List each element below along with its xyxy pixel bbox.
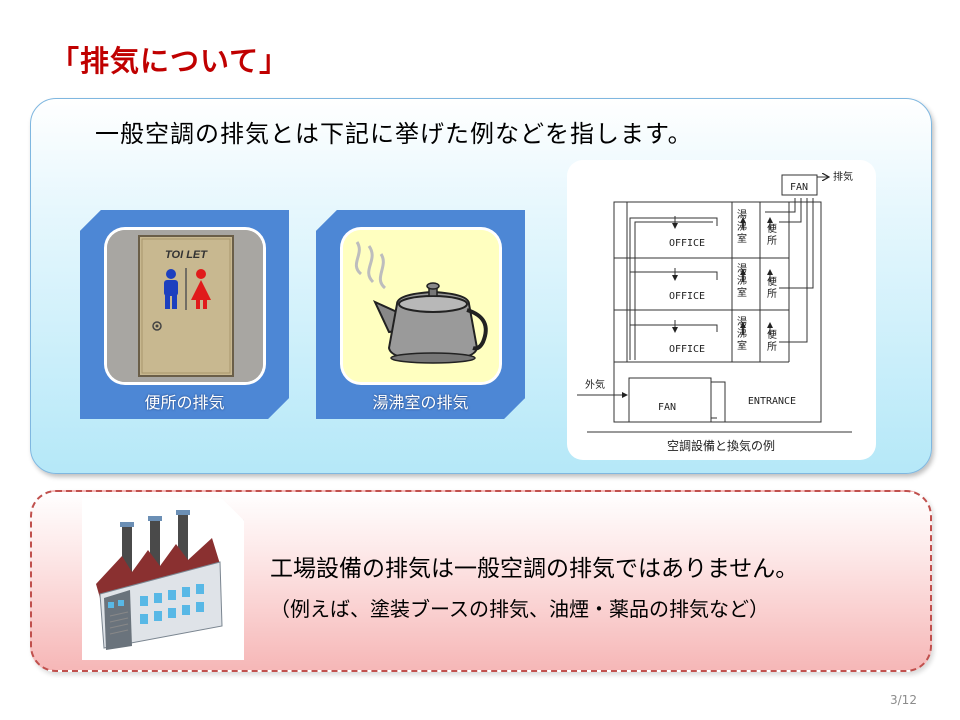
- toilet-door-icon: TOI LET: [107, 230, 263, 382]
- svg-text:湯: 湯: [737, 315, 747, 328]
- svg-text:所: 所: [767, 341, 777, 353]
- outdoor-air-label: 外気: [585, 378, 605, 391]
- svg-text:沸: 沸: [737, 327, 747, 340]
- svg-text:湯: 湯: [737, 208, 747, 221]
- toilet-label-1f: 便 所: [767, 328, 777, 353]
- toilet-exhaust-card: TOI LET 便所の排気: [80, 210, 289, 419]
- svg-text:湯: 湯: [737, 262, 747, 275]
- toilet-label-3f: 便 所: [767, 222, 777, 247]
- entrance-label: ENTRANCE: [748, 396, 796, 407]
- diagram-caption: 空調設備と換気の例: [667, 438, 775, 453]
- top-fan-label: FAN: [790, 182, 808, 193]
- toilet-exhaust-caption: 便所の排気: [144, 393, 225, 412]
- page-number: 3/12: [890, 693, 917, 707]
- svg-text:所: 所: [767, 235, 777, 247]
- toilet-sign-text: TOI LET: [165, 249, 208, 261]
- kitchen-label-3f: 湯 沸 室: [737, 208, 747, 245]
- exhaust-label: 排気: [833, 170, 853, 183]
- svg-text:所: 所: [767, 288, 777, 300]
- toilet-label-2f: 便 所: [767, 275, 777, 300]
- kitchen-exhaust-card: 湯沸室の排気: [316, 210, 525, 419]
- svg-text:室: 室: [737, 286, 747, 299]
- kitchen-label-2f: 湯 沸 室: [737, 262, 747, 299]
- svg-text:便: 便: [767, 222, 777, 235]
- factory-exhaust-main-text: 工場設備の排気は一般空調の排気ではありません。: [270, 556, 799, 582]
- factory-exhaust-examples: （例えば、塗装ブースの排気、油煙・薬品の排気など）: [270, 597, 769, 621]
- svg-text:沸: 沸: [737, 220, 747, 233]
- office-label-1f: OFFICE: [669, 344, 705, 355]
- office-label-3f: OFFICE: [669, 238, 705, 249]
- svg-text:室: 室: [737, 339, 747, 352]
- svg-text:沸: 沸: [737, 274, 747, 287]
- kettle-icon: [343, 230, 499, 382]
- svg-text:室: 室: [737, 232, 747, 245]
- office-label-2f: OFFICE: [669, 291, 705, 302]
- kitchen-exhaust-caption: 湯沸室の排気: [372, 393, 469, 412]
- main-fan-label: FAN: [658, 402, 676, 413]
- intro-text: 一般空調の排気とは下記に挙げた例などを指します。: [95, 120, 693, 148]
- hvac-diagram: 排気 FAN OFFICE OFFICE OFFICE 湯 沸 室 湯 沸 室 …: [567, 160, 876, 460]
- svg-text:便: 便: [767, 328, 777, 341]
- svg-text:便: 便: [767, 275, 777, 288]
- factory-icon: [82, 498, 244, 660]
- kitchen-label-1f: 湯 沸 室: [737, 315, 747, 352]
- slide-title: 「排気について」: [50, 44, 290, 78]
